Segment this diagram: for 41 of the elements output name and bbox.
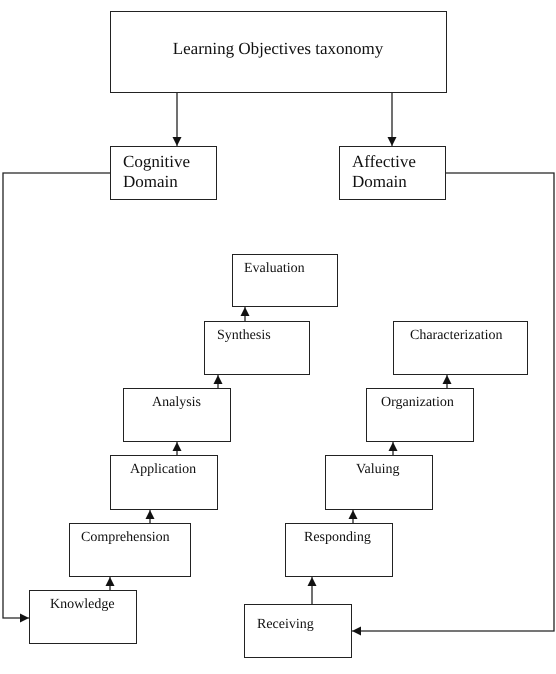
- arrow: [2, 172, 110, 622]
- node-label: Learning Objectives taxonomy: [172, 39, 384, 60]
- node-label: Application: [130, 462, 198, 479]
- node-label: Cognitive Domain: [123, 152, 192, 193]
- process-box: [366, 388, 474, 442]
- arrow: [348, 510, 358, 523]
- arrow: [214, 375, 222, 388]
- process-box: [244, 604, 352, 658]
- arrow: [172, 93, 182, 146]
- process-box: [285, 523, 393, 577]
- arrow: [308, 577, 316, 604]
- process-box: [110, 146, 217, 200]
- node-label: Affective Domain: [352, 152, 417, 193]
- arrow: [106, 577, 114, 590]
- node-label: Valuing: [356, 462, 401, 479]
- arrow: [146, 510, 154, 523]
- arrow: [240, 307, 250, 321]
- node-label: Receiving: [257, 617, 315, 634]
- process-box: [110, 11, 447, 93]
- node-label: Comprehension: [81, 530, 171, 547]
- process-box: [110, 455, 218, 510]
- node-label: Organization: [381, 395, 455, 412]
- process-box: [29, 590, 137, 644]
- process-box: [69, 523, 191, 577]
- arrow: [352, 172, 555, 636]
- process-box: [123, 388, 231, 442]
- node-label: Knowledge: [50, 597, 116, 614]
- node-label: Synthesis: [217, 328, 272, 345]
- process-box: [339, 146, 446, 200]
- node-label: Characterization: [410, 328, 504, 345]
- process-box: [232, 254, 338, 307]
- node-label: Responding: [304, 530, 372, 547]
- arrow: [172, 442, 182, 455]
- node-label: Analysis: [152, 395, 202, 412]
- process-box: [204, 321, 310, 375]
- node-label: Evaluation: [244, 261, 306, 278]
- arrow: [442, 375, 452, 388]
- process-box: [393, 321, 528, 375]
- arrow: [388, 442, 398, 455]
- arrow: [388, 93, 396, 146]
- process-box: [325, 455, 433, 510]
